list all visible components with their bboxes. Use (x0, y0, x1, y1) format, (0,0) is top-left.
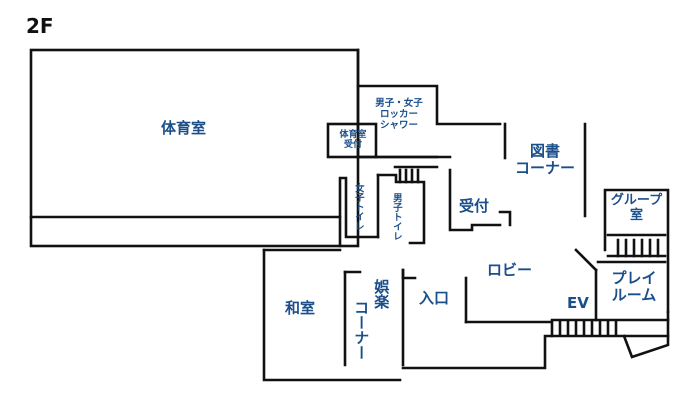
library-line2: コーナー (514, 159, 575, 178)
play-room-line1: プレイ (611, 269, 657, 287)
room-label-elevator: EV (567, 294, 589, 312)
room-label-womens-toilet: 女子トイレ (352, 183, 364, 231)
japanese-room-wall (262, 248, 402, 382)
play-room-line2: ルーム (611, 286, 657, 305)
gym-reception-line1: 体育室 (339, 130, 367, 140)
room-label-reception: 受付 (459, 197, 490, 215)
room-label-entrance: 入口 (419, 289, 450, 307)
group-room-wall (603, 188, 670, 314)
room-label-library: 図書 コーナー (505, 142, 585, 178)
locker-line1: 男子・女子 (375, 98, 423, 109)
lobby-bottom (401, 320, 554, 370)
room-label-gym-reception: 体育室 受付 (331, 130, 375, 151)
locker-line2: ロッカー (379, 108, 418, 120)
room-label-japanese-room: 和室 (285, 299, 316, 317)
ev-diagonal (574, 248, 598, 272)
mens-toilet-wall (376, 173, 426, 245)
room-label-play-room: プレイ ルーム (600, 269, 668, 305)
group-room-line2: 室 (629, 207, 643, 223)
group-room-line1: グループ (610, 193, 663, 208)
room-label-locker: 男子・女子 ロッカー シャワー (361, 98, 437, 132)
room-label-mens-toilet: 男子トイレ (390, 193, 402, 241)
locker-line3: シャワー (379, 119, 418, 131)
room-label-entertainment-top: 娯楽 (372, 279, 391, 309)
gym-reception-counter (326, 122, 378, 159)
room-label-gym: 体育室 (161, 119, 207, 137)
room-label-entertainment-bottom: コーナー (352, 300, 371, 360)
reception-counter (498, 210, 512, 227)
reception-wall (448, 168, 502, 232)
entrance-wall (401, 268, 417, 280)
floor-label: 2F (26, 14, 54, 38)
toilet-wall (338, 176, 380, 248)
library-line1: 図書 (529, 142, 560, 160)
room-label-group-room: グループ 室 (605, 193, 668, 224)
room-label-lobby: ロビー (487, 261, 533, 279)
locker-wall (356, 48, 502, 126)
gym-reception-line2: 受付 (343, 140, 362, 151)
stair-outer (622, 310, 670, 359)
